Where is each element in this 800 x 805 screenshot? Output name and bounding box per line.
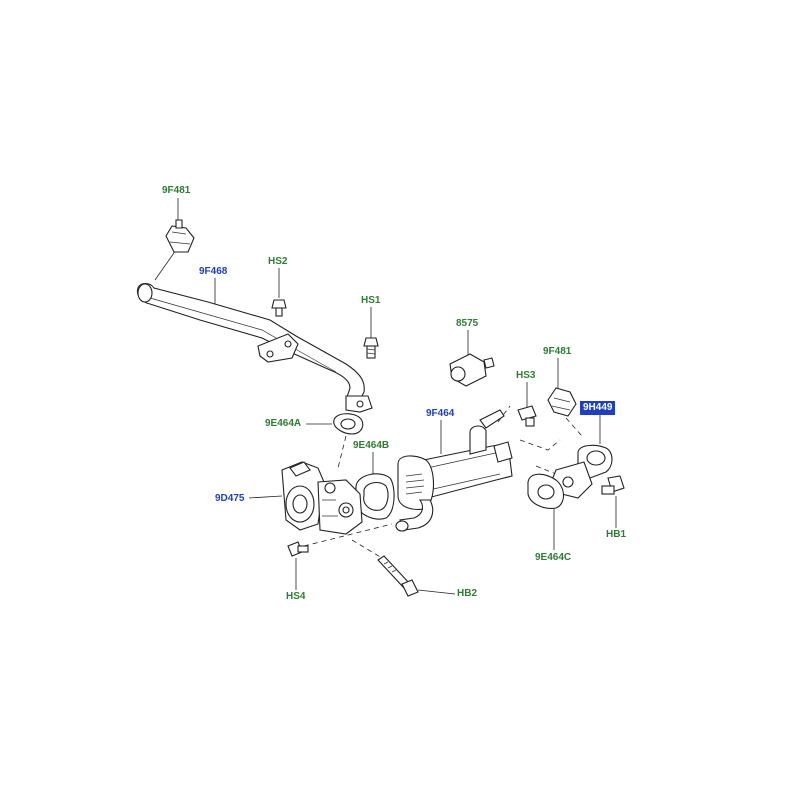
gasket-9e464c — [527, 473, 565, 509]
label-9e464b: 9E464B — [353, 440, 390, 451]
alignment-lines — [303, 405, 583, 559]
label-9f481-top: 9F481 — [162, 185, 191, 196]
label-9e464c: 9E464C — [535, 552, 572, 563]
egr-cooler-9f464 — [395, 409, 513, 532]
label-hs3: HS3 — [516, 370, 536, 381]
clip-9f481-top — [165, 219, 195, 253]
label-9f464: 9F464 — [426, 408, 455, 419]
bolt-hs2 — [271, 299, 287, 317]
pipe-9f468 — [136, 282, 373, 413]
label-9e464a: 9E464A — [265, 418, 302, 429]
label-9d475: 9D475 — [215, 493, 245, 504]
bolt-hs4 — [287, 541, 309, 557]
sensor-8575 — [449, 353, 495, 387]
label-9f468: 9F468 — [199, 266, 228, 277]
clip-9f481-right — [547, 387, 577, 417]
label-8575: 8575 — [456, 318, 479, 329]
leader-lines — [154, 198, 617, 595]
label-hs4: HS4 — [286, 591, 306, 602]
label-9h449[interactable]: 9H449 — [580, 401, 616, 415]
label-hs2: HS2 — [268, 256, 288, 267]
gasket-9e464a — [333, 413, 364, 435]
label-hs1: HS1 — [361, 295, 381, 306]
label-hb2: HB2 — [457, 588, 478, 599]
bolt-hs3 — [517, 405, 537, 427]
gasket-9e464b — [355, 473, 395, 520]
bolt-hb2 — [377, 555, 419, 597]
bolt-hs1 — [363, 337, 379, 359]
bolt-hb1 — [601, 475, 625, 495]
label-hb1: HB1 — [606, 529, 627, 540]
label-9f481-right: 9F481 — [543, 346, 572, 357]
egr-valve-9d475 — [281, 461, 363, 535]
